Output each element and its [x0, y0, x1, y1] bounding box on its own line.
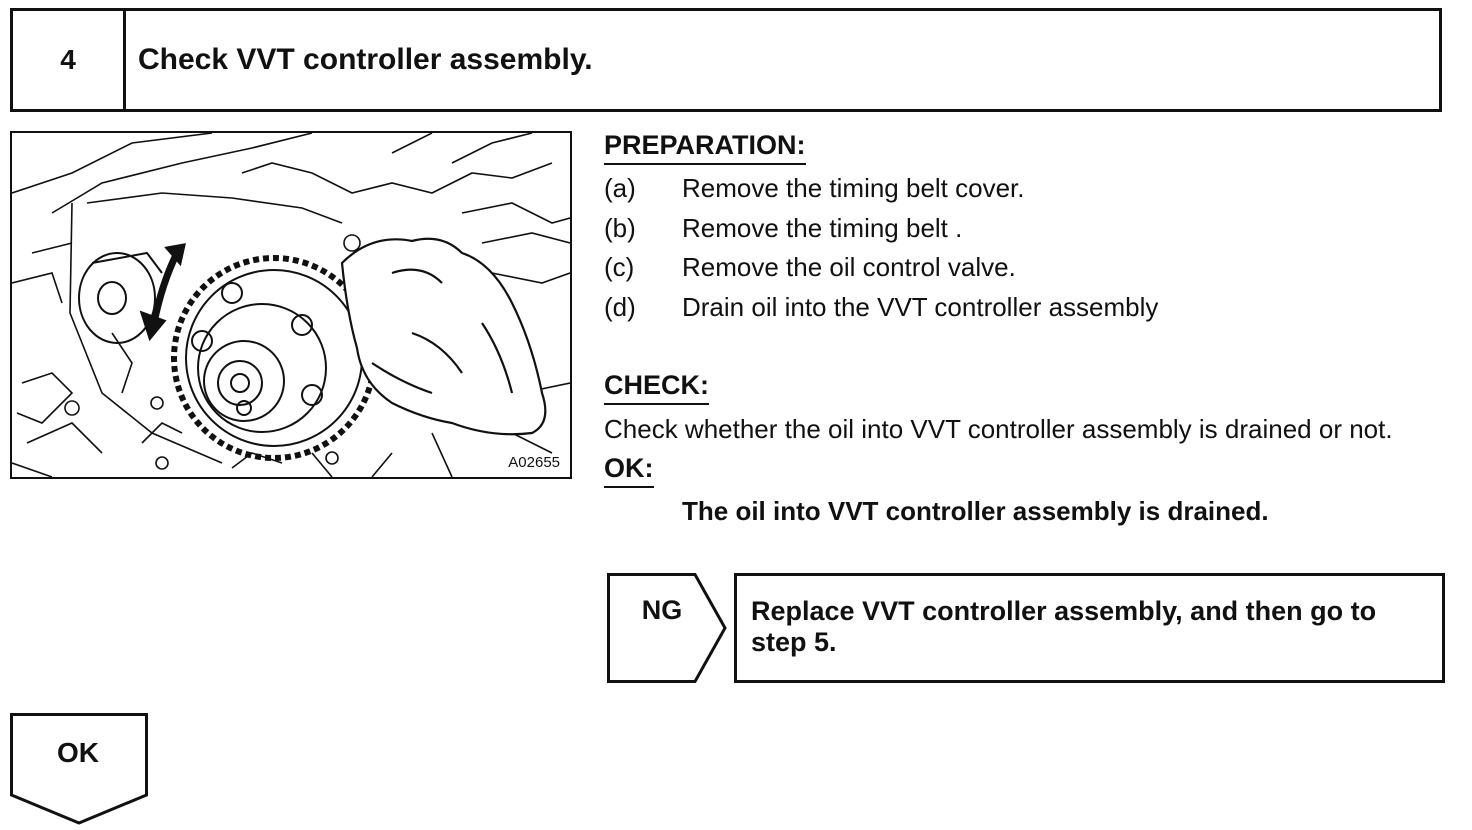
list-item: (d) Drain oil into the VVT controller as…	[604, 288, 1454, 328]
engine-block-lines	[12, 133, 570, 477]
item-letter: (c)	[604, 252, 635, 282]
list-item: (a) Remove the timing belt cover.	[604, 169, 1454, 209]
preparation-heading: PREPARATION:	[604, 129, 806, 165]
check-text: Check whether the oil into VVT controlle…	[604, 414, 1393, 444]
ok-result: The oil into VVT controller assembly is …	[682, 496, 1269, 526]
step-header: 4 Check VVT controller assembly.	[10, 8, 1442, 112]
item-text: Remove the timing belt cover.	[682, 173, 1025, 203]
item-text: Drain oil into the VVT controller assemb…	[682, 291, 1159, 322]
double-arrow-icon	[139, 243, 186, 342]
item-letter: (a)	[604, 173, 636, 203]
step-title: Check VVT controller assembly.	[138, 43, 593, 76]
engine-illustration: A02655	[10, 131, 572, 479]
item-text: Remove the oil control valve.	[682, 252, 1016, 282]
ok-heading: OK:	[604, 452, 654, 488]
item-letter: (b)	[604, 212, 636, 243]
instructions: PREPARATION: (a) Remove the timing belt …	[604, 126, 1454, 528]
figure-code: A02655	[506, 454, 562, 471]
ng-flow-box: NG	[607, 573, 727, 683]
list-item: (b) Remove the timing belt .	[604, 209, 1454, 249]
ok-label: OK	[57, 737, 99, 768]
ok-flow-box: OK	[10, 713, 148, 825]
rag-cloth	[340, 237, 547, 436]
ng-action-box: Replace VVT controller assembly, and the…	[734, 573, 1445, 683]
ng-label: NG	[641, 595, 683, 625]
list-item: (c) Remove the oil control valve.	[604, 248, 1454, 288]
check-heading: CHECK:	[604, 369, 709, 405]
step-number: 4	[13, 11, 126, 109]
left-cam-housing	[78, 251, 163, 344]
item-letter: (d)	[604, 291, 636, 322]
preparation-list: (a) Remove the timing belt cover. (b) Re…	[604, 169, 1454, 327]
item-text: Remove the timing belt .	[682, 212, 963, 243]
